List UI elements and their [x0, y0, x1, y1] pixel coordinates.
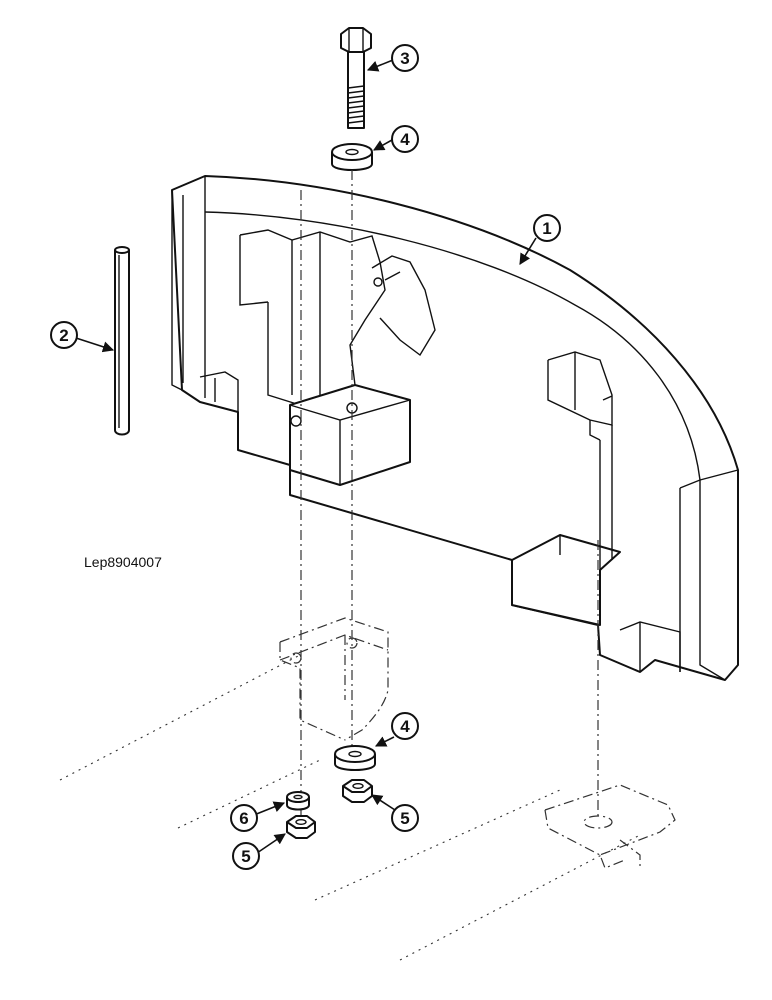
nut-right [342, 779, 373, 803]
callout-4-bottom-number: 4 [400, 717, 410, 736]
callout-5-right: 5 [371, 794, 419, 832]
counterweight [171, 175, 739, 681]
callout-6-number: 6 [239, 809, 248, 828]
callout-3-number: 3 [400, 49, 409, 68]
callout-3: 3 [366, 44, 419, 72]
callout-4-top: 4 [373, 125, 419, 153]
alignment-lines [300, 170, 599, 825]
spacer [286, 791, 310, 811]
callout-4-bottom: 4 [374, 712, 419, 747]
callout-5-right-number: 5 [400, 809, 409, 828]
pin [114, 246, 130, 436]
callout-2: 2 [50, 321, 115, 353]
callout-6: 6 [230, 801, 286, 832]
callout-1-number: 1 [542, 219, 551, 238]
callout-2-number: 2 [59, 326, 68, 345]
callout-1: 1 [519, 214, 561, 265]
nut-left [286, 815, 316, 839]
callout-5-left-number: 5 [241, 847, 250, 866]
drawing-code: Lep8904007 [84, 554, 162, 570]
callout-5-left: 5 [232, 833, 286, 870]
top-washer [331, 143, 373, 171]
lower-frame [59, 617, 676, 961]
bolt [340, 27, 372, 129]
callout-4-top-number: 4 [400, 130, 410, 149]
bottom-washer [334, 745, 376, 771]
